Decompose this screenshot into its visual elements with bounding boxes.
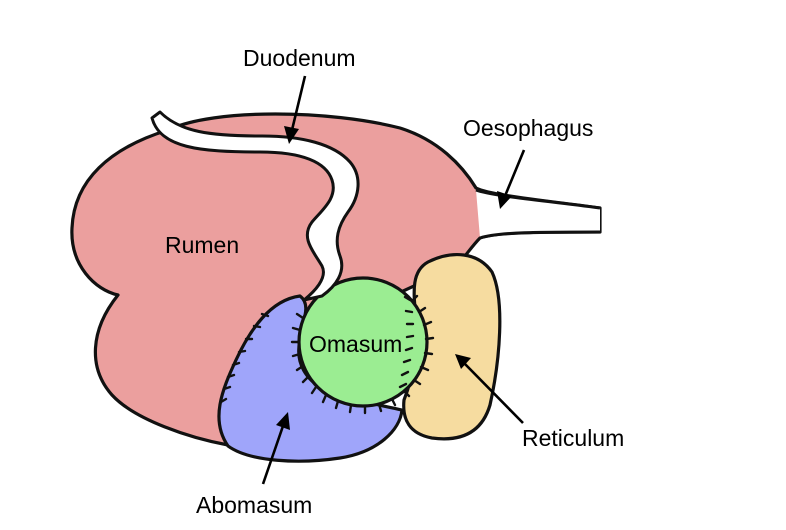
duodenum-pointer-line — [290, 75, 307, 131]
reticulum-pointer-line — [464, 363, 524, 424]
omasum-label: Omasum — [309, 331, 402, 357]
reticulum-label: Reticulum — [522, 425, 624, 451]
oesophagus-pointer-line — [503, 149, 526, 197]
duodenum-arrowhead — [284, 126, 299, 144]
duodenum-tube — [150, 110, 360, 302]
oesophagus-arrowhead — [497, 191, 512, 209]
oesophagus-tube — [476, 190, 600, 238]
reticulum-hairy-edge — [398, 295, 415, 389]
oesophagus-outline — [475, 188, 601, 240]
abomasum-hairy-edge — [219, 312, 270, 404]
abomasum-arrowhead — [276, 412, 290, 430]
abomasum-pointer-line — [261, 425, 285, 485]
omasum-hairy-edge — [290, 294, 435, 415]
reticulum-arrowhead — [455, 354, 471, 369]
abomasum-label: Abomasum — [196, 492, 312, 518]
rumen-label: Rumen — [165, 232, 239, 258]
duodenum-label: Duodenum — [243, 45, 356, 71]
oesophagus-label: Oesophagus — [463, 115, 593, 141]
